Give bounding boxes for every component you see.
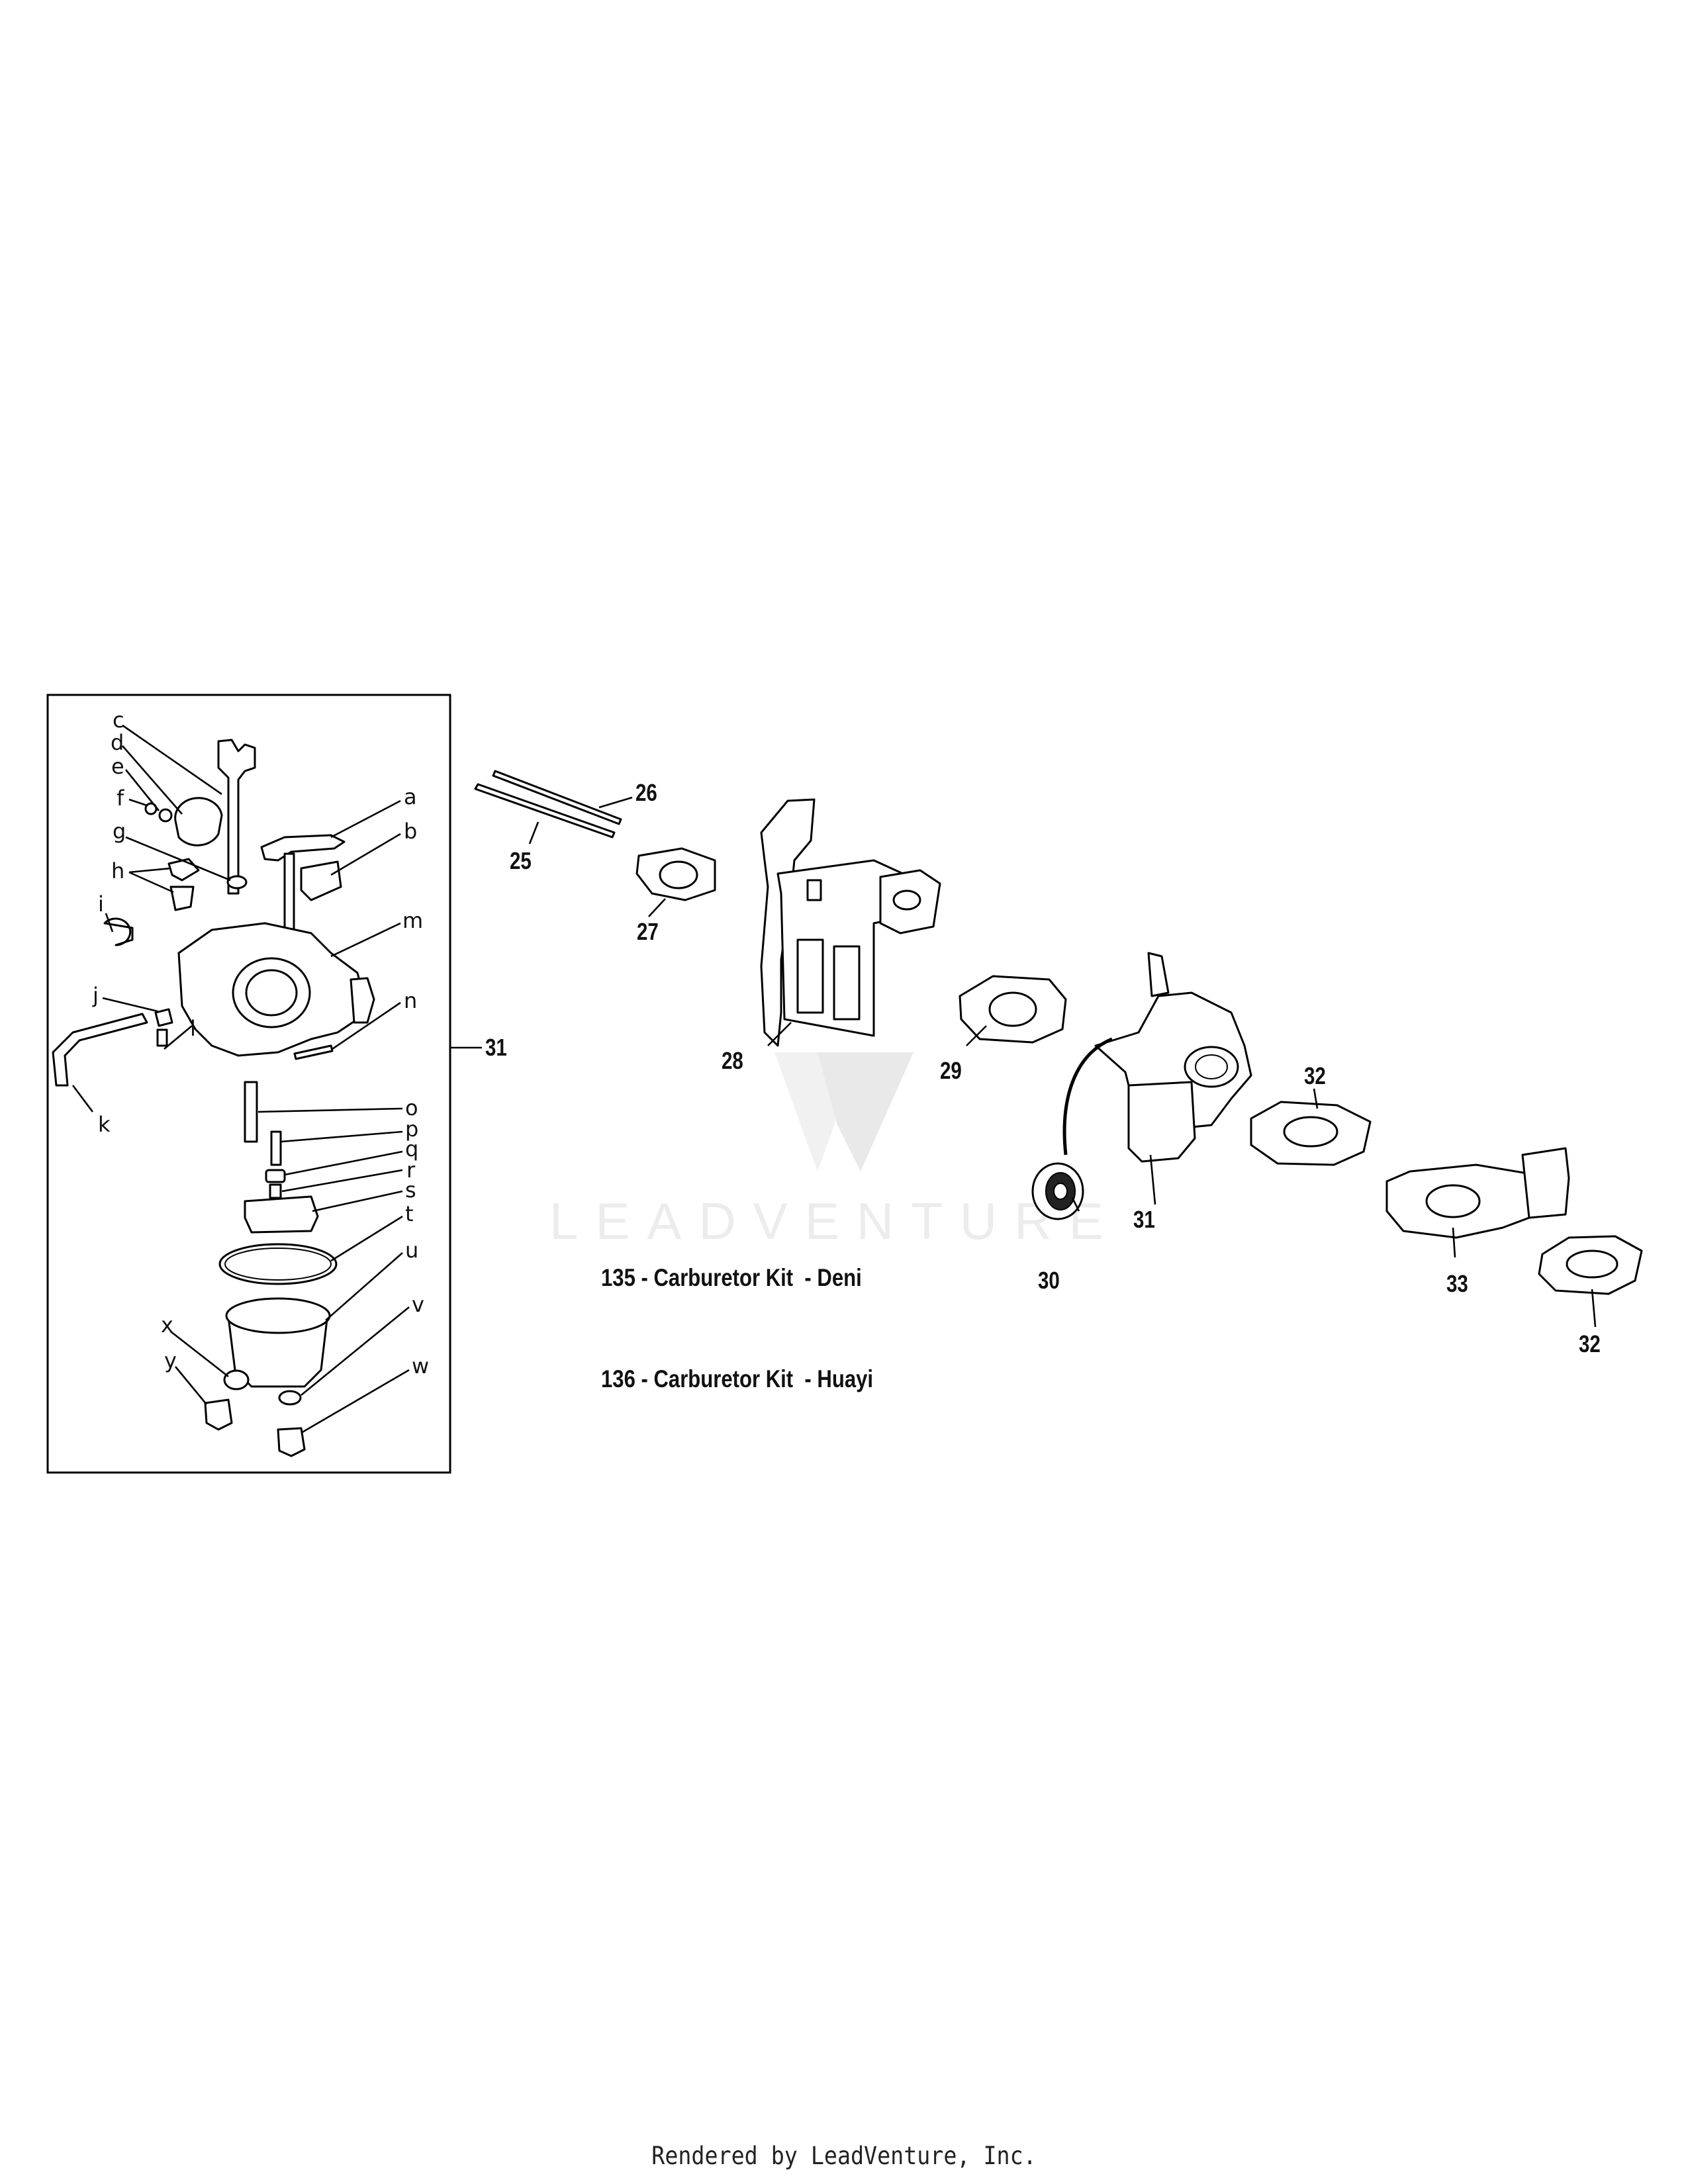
- spacer-window-left: [796, 938, 824, 1014]
- part-26-stud: [492, 770, 622, 825]
- part-j-clamp: [154, 1008, 173, 1027]
- callout-p: p: [405, 1116, 419, 1142]
- callout-32-top: 32: [1304, 1062, 1326, 1089]
- part-y-drain-screw: [204, 1398, 233, 1431]
- callout-m: m: [402, 908, 424, 933]
- kit-line-136: 136 - Carburetor Kit - Huayi: [601, 1365, 874, 1392]
- inset-carburetor-exploded: [52, 739, 375, 1457]
- callout-h: h: [111, 858, 125, 884]
- callout-25: 25: [510, 847, 532, 874]
- part-w-bowl-bolt: [277, 1427, 306, 1457]
- part-g-seal: [226, 875, 248, 889]
- part-r-spring: [269, 1183, 282, 1199]
- callout-28: 28: [722, 1047, 743, 1074]
- callout-a: a: [404, 784, 417, 809]
- callout-x: x: [161, 1312, 173, 1338]
- part-32-gasket-bottom: [1538, 1235, 1643, 1328]
- part-b-throttle-plate: [300, 860, 342, 901]
- part-28-spacer-bracket: [760, 798, 941, 1047]
- callout-b: b: [404, 819, 418, 844]
- callout-32-bottom: 32: [1579, 1330, 1601, 1357]
- part-29-gasket: [959, 975, 1067, 1046]
- part-25-26-studs: [474, 770, 633, 844]
- part-x-washer: [223, 1369, 250, 1390]
- callout-29: 29: [940, 1057, 962, 1084]
- part-q-main-jet: [265, 1169, 286, 1183]
- part-27-gasket: [635, 847, 716, 917]
- bowl-rim: [225, 1297, 331, 1334]
- part-a-throttle-lever: [260, 834, 346, 862]
- callout-l: l: [190, 1016, 196, 1041]
- part-l-clip: [156, 1028, 168, 1047]
- callout-i: i: [98, 891, 104, 917]
- carburetor-bore-inner: [245, 969, 298, 1017]
- part-31-carburetor-assembly: [1062, 952, 1252, 1205]
- part-k-fuel-hose: [52, 1013, 148, 1087]
- callout-y: y: [164, 1348, 177, 1373]
- callout-27: 27: [637, 918, 659, 945]
- part-h-idle-screw: [169, 886, 195, 911]
- callout-31-main: 31: [1133, 1206, 1155, 1233]
- inset-frame: [46, 694, 451, 1474]
- callout-r: r: [406, 1158, 416, 1183]
- callout-v: v: [412, 1292, 424, 1317]
- callout-f: f: [117, 786, 124, 811]
- inset-leader-lines: [71, 724, 482, 1434]
- part-s-float: [244, 1195, 319, 1234]
- callout-31-inset: 31: [485, 1034, 507, 1061]
- callout-s: s: [405, 1177, 416, 1203]
- callout-g: g: [113, 819, 126, 844]
- callout-u: u: [405, 1238, 419, 1263]
- part-h-idle-screw-head: [167, 858, 200, 882]
- part-e-screw: [158, 808, 173, 823]
- callout-26: 26: [635, 779, 657, 806]
- part-throttle-shaft: [283, 852, 295, 934]
- callout-33: 33: [1446, 1270, 1468, 1297]
- part-25-stud: [474, 783, 616, 839]
- callout-o: o: [405, 1095, 418, 1120]
- spacer-window-right: [833, 945, 861, 1021]
- part-i-pilot-screw: [103, 917, 134, 946]
- part-v-washer: [278, 1390, 302, 1406]
- callout-30: 30: [1038, 1267, 1060, 1294]
- part-c-choke-lever: [217, 739, 256, 895]
- callout-d: d: [111, 730, 124, 755]
- part-p-float-needle: [270, 1130, 282, 1166]
- part-33-plate-bracket: [1385, 1147, 1570, 1258]
- callout-c: c: [113, 707, 124, 733]
- callout-j: j: [93, 983, 99, 1008]
- callout-w: w: [412, 1353, 430, 1379]
- kit-line-135: 135 - Carburetor Kit - Deni: [601, 1264, 862, 1291]
- part-o-emulsion-tube: [244, 1081, 258, 1143]
- callout-k: k: [98, 1112, 111, 1137]
- part-d-choke-plate: [174, 797, 223, 846]
- footer-credit: Rendered by LeadVenture, Inc.: [651, 2142, 1037, 2170]
- part-30-primer-bulb: [1031, 1162, 1084, 1220]
- callout-e: e: [111, 754, 124, 779]
- callout-t: t: [405, 1201, 414, 1226]
- part-32-gasket-top: [1250, 1088, 1372, 1166]
- callout-n: n: [404, 988, 418, 1013]
- callout-q: q: [405, 1136, 419, 1161]
- part-n-drain-pin: [293, 1044, 334, 1060]
- fuel-inlet-nipple: [350, 977, 375, 1024]
